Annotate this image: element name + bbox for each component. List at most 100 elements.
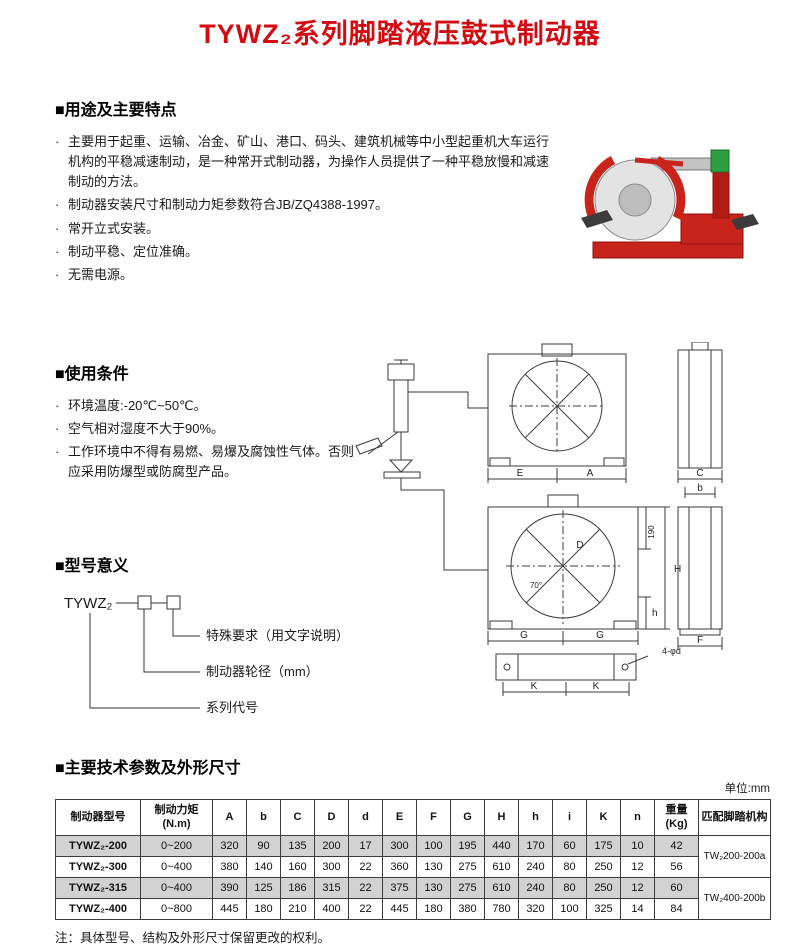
product-photo xyxy=(563,122,771,274)
feature-text: 主要用于起重、运输、冶金、矿山、港口、码头、建筑机械等中小型起重机大车运行机构的… xyxy=(68,134,550,190)
spec-cell: 380 xyxy=(450,898,485,920)
col-header: n xyxy=(620,799,655,836)
table-row: TYWZ₂-315 0~400 390 125 186 315 22 375 1… xyxy=(55,877,771,920)
spec-table: 制动器型号 制动力矩(N.m) A b C D d E F G H h i K … xyxy=(55,799,771,920)
spec-cell: 12 xyxy=(620,856,655,878)
model-heading: ■型号意义 xyxy=(55,558,129,575)
spec-cell: 100 xyxy=(552,898,587,920)
feature-text: 无需电源。 xyxy=(68,266,134,282)
section-specs: ■主要技术参数及外形尺寸 单位:mm 制动器型号 制动力矩(N.m) A b C… xyxy=(55,754,771,946)
feature-item: · 制动器安装尺寸和制动力矩参数符合JB/ZQ4388-1997。 xyxy=(55,195,560,215)
spec-cell: 250 xyxy=(586,856,621,878)
col-header: b xyxy=(246,799,281,836)
technical-drawing: E A C b G G K K F D 70° 4-φd H h 190 xyxy=(348,341,780,746)
spec-cell: 80 xyxy=(552,856,587,878)
spec-cell: 320 xyxy=(518,898,553,920)
spec-cell: 170 xyxy=(518,835,553,857)
condition-text: 环境温度:-20℃~50℃。 xyxy=(68,398,207,413)
brake-photo-illustration xyxy=(581,149,759,259)
spec-cell: 130 xyxy=(416,856,451,878)
col-header: 重量(Kg) xyxy=(654,799,699,836)
spec-cell: 400 xyxy=(314,898,349,920)
dim-label-E: E xyxy=(517,468,524,479)
spec-cell: 445 xyxy=(212,898,247,920)
spec-cell: 320 xyxy=(212,835,247,857)
dim-label-G: G xyxy=(596,630,604,641)
feature-item: · 主要用于起重、运输、冶金、矿山、港口、码头、建筑机械等中小型起重机大车运行机… xyxy=(55,132,560,192)
spec-cell: 160 xyxy=(280,856,315,878)
feature-text: 制动平稳、定位准确。 xyxy=(68,243,199,259)
dim-label-H: H xyxy=(674,564,681,575)
bullet-icon: · xyxy=(55,421,60,437)
col-header: E xyxy=(382,799,417,836)
dim-label-G: G xyxy=(520,630,528,641)
features-heading: ■用途及主要特点 xyxy=(55,102,177,119)
spec-cell: 10 xyxy=(620,835,655,857)
spec-cell: 375 xyxy=(382,877,417,899)
spec-cell: 22 xyxy=(348,877,383,899)
spec-cell: 130 xyxy=(416,877,451,899)
dim-label-D: D xyxy=(576,540,583,551)
bullet-icon: · xyxy=(55,266,60,282)
feature-item: · 制动平稳、定位准确。 xyxy=(55,242,560,262)
spec-cell: 275 xyxy=(450,856,485,878)
bullet-icon: · xyxy=(55,197,60,213)
spec-cell: 610 xyxy=(484,877,519,899)
feature-text: 制动器安装尺寸和制动力矩参数符合JB/ZQ4388-1997。 xyxy=(68,197,389,213)
spec-cell: 17 xyxy=(348,835,383,857)
dim-label-K: K xyxy=(531,681,538,692)
spec-cell: 186 xyxy=(280,877,315,899)
col-header: G xyxy=(450,799,485,836)
model-cell: TYWZ₂-400 xyxy=(55,898,141,920)
spec-cell: 200 xyxy=(314,835,349,857)
spec-cell: 60 xyxy=(552,835,587,857)
spec-cell: 380 xyxy=(212,856,247,878)
torque-cell: 0~400 xyxy=(140,877,213,899)
bullet-icon: · xyxy=(55,444,60,460)
page-title: TYWZ₂系列脚踏液压鼓式制动器 xyxy=(199,19,601,49)
bullet-icon: · xyxy=(55,243,60,259)
weight-cell: 84 xyxy=(654,898,699,920)
spec-cell: 125 xyxy=(246,877,281,899)
spec-cell: 180 xyxy=(246,898,281,920)
spec-cell: 610 xyxy=(484,856,519,878)
torque-cell: 0~800 xyxy=(140,898,213,920)
table-row: TYWZ₂-200 0~200 320 90 135 200 17 300 10… xyxy=(55,835,771,878)
spec-cell: 210 xyxy=(280,898,315,920)
model-diagram: TYWZ₂ 特殊要求（用文字说明） 制动器轮径（mm） 系列代号 xyxy=(64,595,349,715)
dim-label-b: b xyxy=(697,483,703,494)
series-code-text: TYWZ₂ xyxy=(64,595,112,612)
header-row: 制动器型号 制动力矩(N.m) A b C D d E F G H h i K … xyxy=(55,799,771,836)
torque-cell: 0~400 xyxy=(140,856,213,878)
match-cell: TW₂200-200a xyxy=(698,835,771,878)
spec-cell: 80 xyxy=(552,877,587,899)
dimension-drawing: E A C b G G K K F D 70° 4-φd H h 190 xyxy=(355,341,723,696)
spec-cell: 22 xyxy=(348,898,383,920)
section-features: ■用途及主要特点 · 主要用于起重、运输、冶金、矿山、港口、码头、建筑机械等中小… xyxy=(55,96,560,288)
spec-cell: 440 xyxy=(484,835,519,857)
section-conditions: ■使用条件 · 环境温度:-20℃~50℃。 · 空气相对湿度不大于90%。 ·… xyxy=(55,360,357,486)
spec-cell: 180 xyxy=(416,898,451,920)
condition-item: · 工作环境中不得有易燃、易爆及腐蚀性气体。否则应采用防爆型或防腐型产品。 xyxy=(55,442,357,482)
condition-item: · 空气相对湿度不大于90%。 xyxy=(55,419,357,439)
spec-cell: 445 xyxy=(382,898,417,920)
spec-cell: 240 xyxy=(518,877,553,899)
unit-label: 单位:mm xyxy=(724,783,770,795)
spec-cell: 140 xyxy=(246,856,281,878)
col-header: K xyxy=(586,799,621,836)
conditions-heading: ■使用条件 xyxy=(55,366,129,383)
spec-cell: 250 xyxy=(586,877,621,899)
col-header: F xyxy=(416,799,451,836)
col-header: C xyxy=(280,799,315,836)
condition-item: · 环境温度:-20℃~50℃。 xyxy=(55,396,357,416)
feature-item: · 常开立式安装。 xyxy=(55,219,560,239)
spec-cell: 275 xyxy=(450,877,485,899)
spec-cell: 300 xyxy=(382,835,417,857)
col-header: i xyxy=(552,799,587,836)
model-label-special: 特殊要求（用文字说明） xyxy=(206,628,349,643)
holes-label: 4-φd xyxy=(662,646,681,656)
feature-text: 常开立式安装。 xyxy=(68,220,160,236)
dim-label-190: 190 xyxy=(647,525,656,539)
footnote: 注：具体型号、结构及外形尺寸保留更改的权利。 xyxy=(55,931,331,945)
